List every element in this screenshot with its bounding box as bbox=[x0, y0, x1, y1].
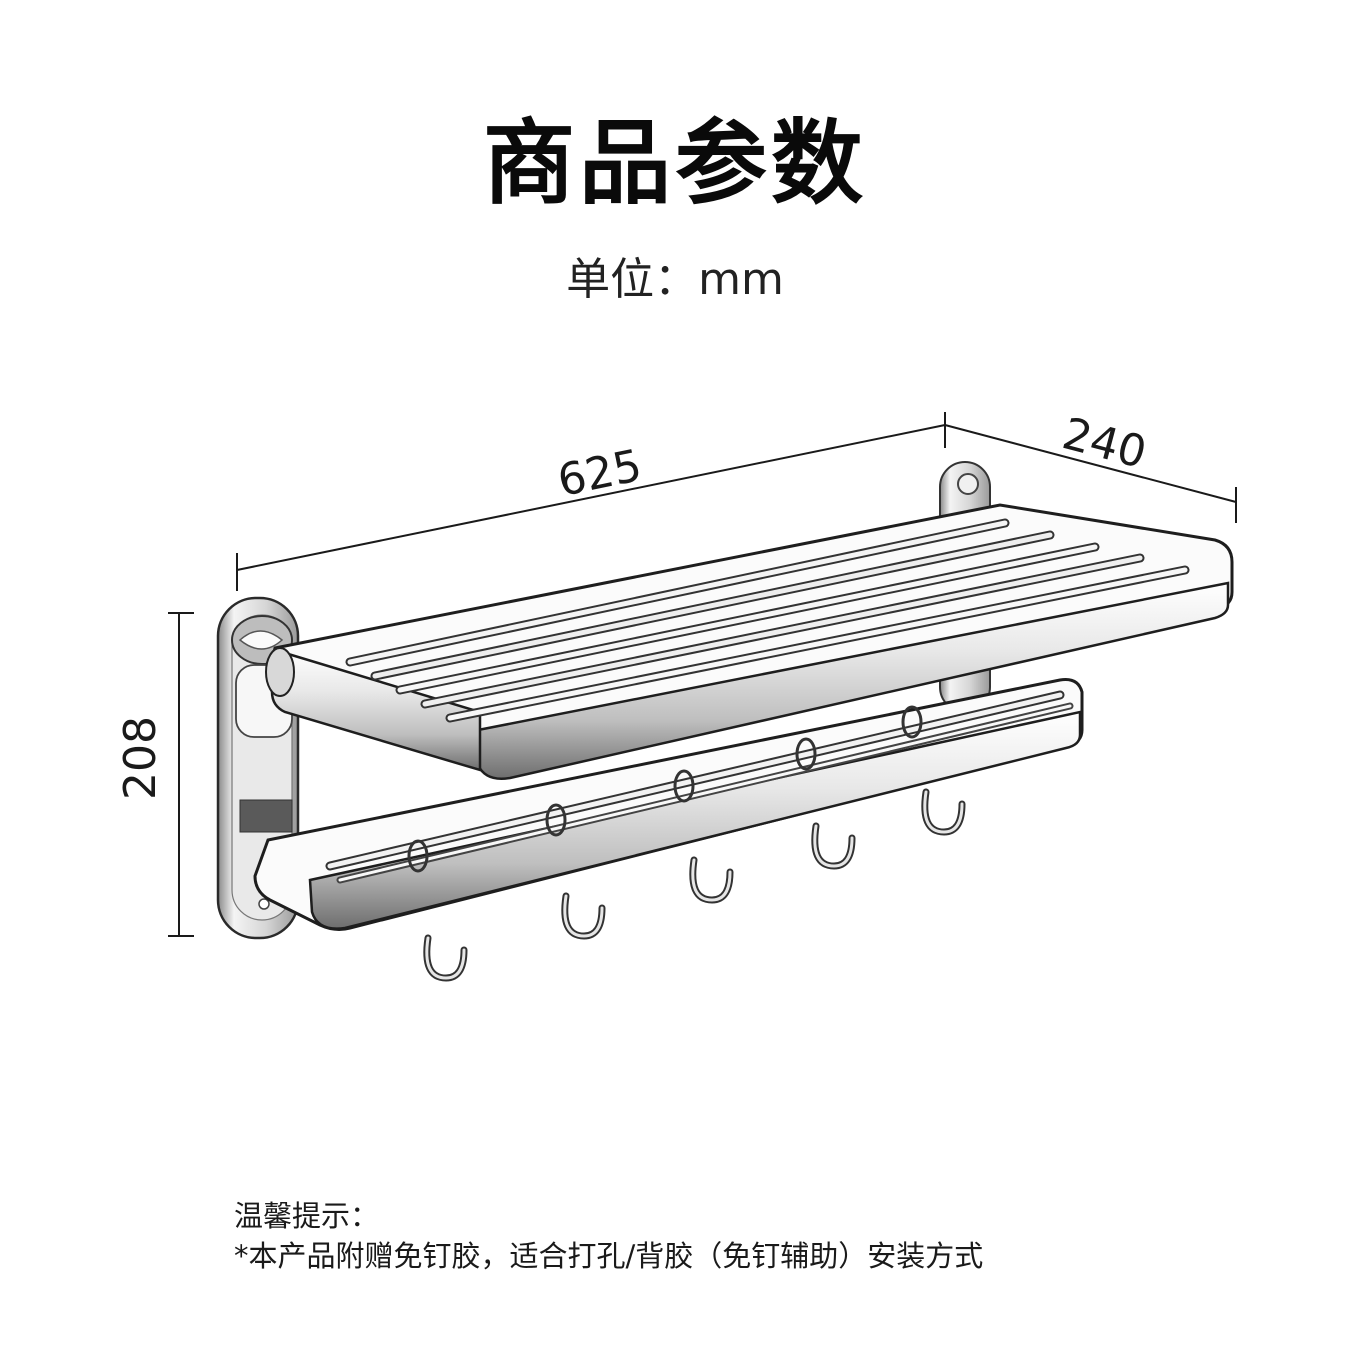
dimension-line-depth bbox=[944, 412, 1237, 523]
tips-section: 温馨提示： *本产品附赠免钉胶，适合打孔/背胶（免钉辅助）安装方式 bbox=[234, 1196, 983, 1276]
lower-shelf bbox=[253, 678, 1084, 931]
length-dimension-label: 625 bbox=[553, 440, 646, 507]
hook-icon bbox=[795, 737, 856, 870]
hook-icon bbox=[901, 705, 966, 836]
upper-shelf bbox=[265, 503, 1234, 780]
dimension-line-height bbox=[168, 612, 194, 937]
tips-heading: 温馨提示： bbox=[234, 1199, 380, 1233]
unit-label: 单位：mm bbox=[566, 254, 784, 305]
hook-icon bbox=[673, 769, 734, 904]
tips-text: *本产品附赠免钉胶，适合打孔/背胶（免钉辅助）安装方式 bbox=[234, 1239, 984, 1273]
hooks bbox=[407, 705, 966, 982]
height-dimension-label: 208 bbox=[115, 716, 166, 800]
hook-icon bbox=[545, 803, 606, 940]
upper-shelf-bars bbox=[345, 518, 1190, 723]
page-title: 商品参数 bbox=[482, 110, 867, 217]
hook-icon bbox=[407, 839, 468, 982]
lower-shelf-bars bbox=[325, 690, 1074, 884]
dimension-line-length bbox=[236, 424, 946, 591]
depth-dimension-label: 240 bbox=[1057, 408, 1151, 479]
